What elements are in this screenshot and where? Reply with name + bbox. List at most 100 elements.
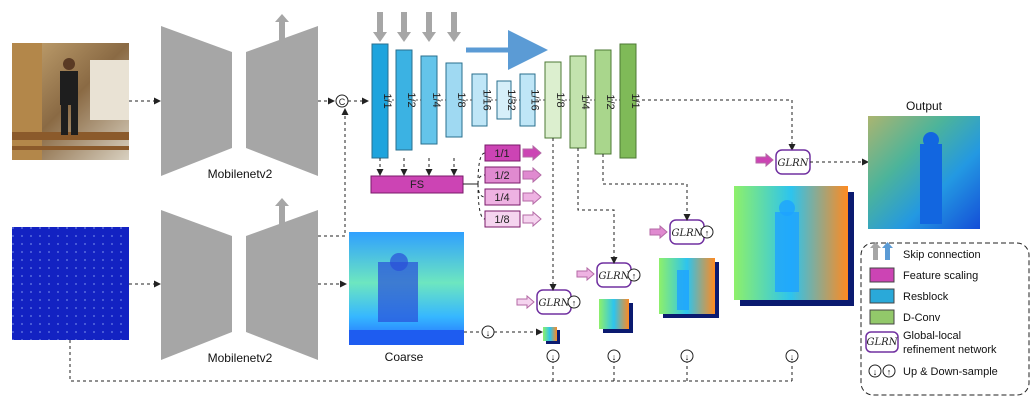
edge-dec-to-glrn3 <box>602 154 691 221</box>
down-node-glyph-1: ↓ <box>612 352 617 362</box>
down-node-3 <box>785 349 799 363</box>
skip-arrow-3 <box>451 12 457 34</box>
edge-decoder-to-glrn4 <box>636 99 796 151</box>
legend-label-0: Skip connection <box>903 249 981 261</box>
glrn-stages: GLRN↑GLRN↑GLRN↑GLRN <box>516 138 869 315</box>
down-node-glyph-3: ↓ <box>790 352 795 362</box>
scale-output-arrow-1 <box>522 166 542 184</box>
scale-output-arrow-0 <box>522 144 542 162</box>
down-node-0 <box>546 349 560 363</box>
glrn-label-0: GLRN <box>539 298 571 309</box>
scale-output-label-2: 1/4 <box>494 192 509 204</box>
glrn-scale-input-0 <box>516 294 535 310</box>
up-sample-glyph-2: ↑ <box>705 228 710 238</box>
feature-scaling-block: FS <box>370 175 464 194</box>
encoder-block-label-4: 1/16 <box>481 89 493 110</box>
up-sample-node-2 <box>700 225 714 239</box>
coarse-depth-map <box>349 232 464 345</box>
encoder-block-label-1: 1/2 <box>405 92 417 107</box>
down-node-1 <box>607 349 621 363</box>
skip-arrows <box>373 12 461 42</box>
up-sample-glyph-1: ↑ <box>632 271 637 281</box>
scale-link-0 <box>477 152 486 185</box>
scale-output-3 <box>484 210 521 228</box>
down-sample-nodes: ↓ ↓ ↓ ↓ <box>546 349 799 381</box>
glrn-scale-input-2 <box>649 224 668 240</box>
encoder-block-label-3: 1/8 <box>455 92 467 107</box>
glrn-scale-input-3 <box>755 152 774 168</box>
output-label: Output <box>906 99 943 113</box>
decoder-block-label-4: 1/1 <box>629 93 641 108</box>
decoder-block-label-0: 1/16 <box>529 89 541 110</box>
concat-node: C <box>335 94 349 108</box>
down-node-2 <box>680 349 694 363</box>
sparse-depth-input <box>12 227 129 340</box>
scale-output-1 <box>484 166 521 184</box>
glrn-label-3: GLRN <box>778 158 810 169</box>
skip-arrow-head-0 <box>373 32 387 42</box>
svg-text:↑: ↑ <box>887 367 892 377</box>
scale-output-label-1: 1/2 <box>494 170 509 182</box>
scale-output-0 <box>484 144 521 162</box>
scale-link-2 <box>477 183 486 198</box>
decoder-block-4 <box>619 43 637 159</box>
edge-bottom-encoder-to-concat <box>318 108 349 237</box>
decoder-block-label-3: 1/2 <box>604 94 616 109</box>
decoder-block-label-1: 1/8 <box>554 92 566 107</box>
svg-text:↓: ↓ <box>486 328 491 338</box>
scale-outputs: 1/1 1/2 1/4 1/8 <box>477 144 542 228</box>
decoder-block-label-2: 1/4 <box>579 94 591 109</box>
legend-swatch-3 <box>869 309 895 325</box>
svg-text:↓: ↓ <box>873 367 878 377</box>
encoder-bottom-label: Mobilenetv2 <box>208 351 273 365</box>
down-node-glyph-0: ↓ <box>551 352 556 362</box>
scale-output-2 <box>484 188 521 206</box>
glrn-label-2: GLRN <box>672 228 704 239</box>
up-sample-node-0 <box>567 295 581 309</box>
refined-depth-3 <box>659 258 719 318</box>
encoder-top-label: Mobilenetv2 <box>208 167 273 181</box>
skip-arrow-head-1 <box>397 32 411 42</box>
scale-link-1 <box>477 174 486 185</box>
edge-dec-to-glrn2 <box>577 148 618 264</box>
legend-label-5: Up & Down-sample <box>903 366 998 378</box>
up-sample-glyph-0: ↑ <box>572 298 577 308</box>
refined-depth-4 <box>734 186 854 306</box>
up-sample-node-1 <box>627 268 641 282</box>
legend-label-4-line2: refinement network <box>903 344 997 356</box>
skip-arrow-2 <box>426 12 432 34</box>
skip-arrow-0 <box>377 12 383 34</box>
glrn-label-1: GLRN <box>599 271 631 282</box>
legend-label-4: Global-local <box>903 330 961 342</box>
encoder-top <box>161 14 318 176</box>
legend-label-2: Resblock <box>903 291 949 303</box>
scale-output-arrow-3 <box>522 210 542 228</box>
refined-depth-2 <box>599 299 633 333</box>
skip-arrow-1 <box>401 12 407 34</box>
scale-output-arrow-2 <box>522 188 542 206</box>
refined-depth-1 <box>543 327 560 344</box>
glrn-scale-input-1 <box>576 266 595 282</box>
scale-output-label-3: 1/8 <box>494 214 509 226</box>
output-depth-map <box>868 116 980 229</box>
scale-link-3 <box>477 183 486 220</box>
concat-label: C <box>339 97 346 107</box>
encoder-block-label-0: 1/1 <box>381 93 393 108</box>
coarse-label: Coarse <box>385 350 424 364</box>
edge-sparse-feedback <box>69 340 792 382</box>
down-sample-node: ↓ <box>481 325 495 339</box>
legend-label-1: Feature scaling <box>903 270 978 282</box>
fs-inputs <box>376 158 478 185</box>
skip-arrow-head-2 <box>422 32 436 42</box>
encoder-block-label-2: 1/4 <box>430 92 442 107</box>
scale-output-label-0: 1/1 <box>494 148 509 160</box>
svg-text:GLRN: GLRN <box>867 337 899 348</box>
skip-arrow-head-3 <box>447 32 461 42</box>
legend-label-3: D-Conv <box>903 312 941 324</box>
down-node-glyph-2: ↓ <box>685 352 690 362</box>
legend-swatch-1 <box>869 267 895 283</box>
fs-label: FS <box>410 179 424 191</box>
